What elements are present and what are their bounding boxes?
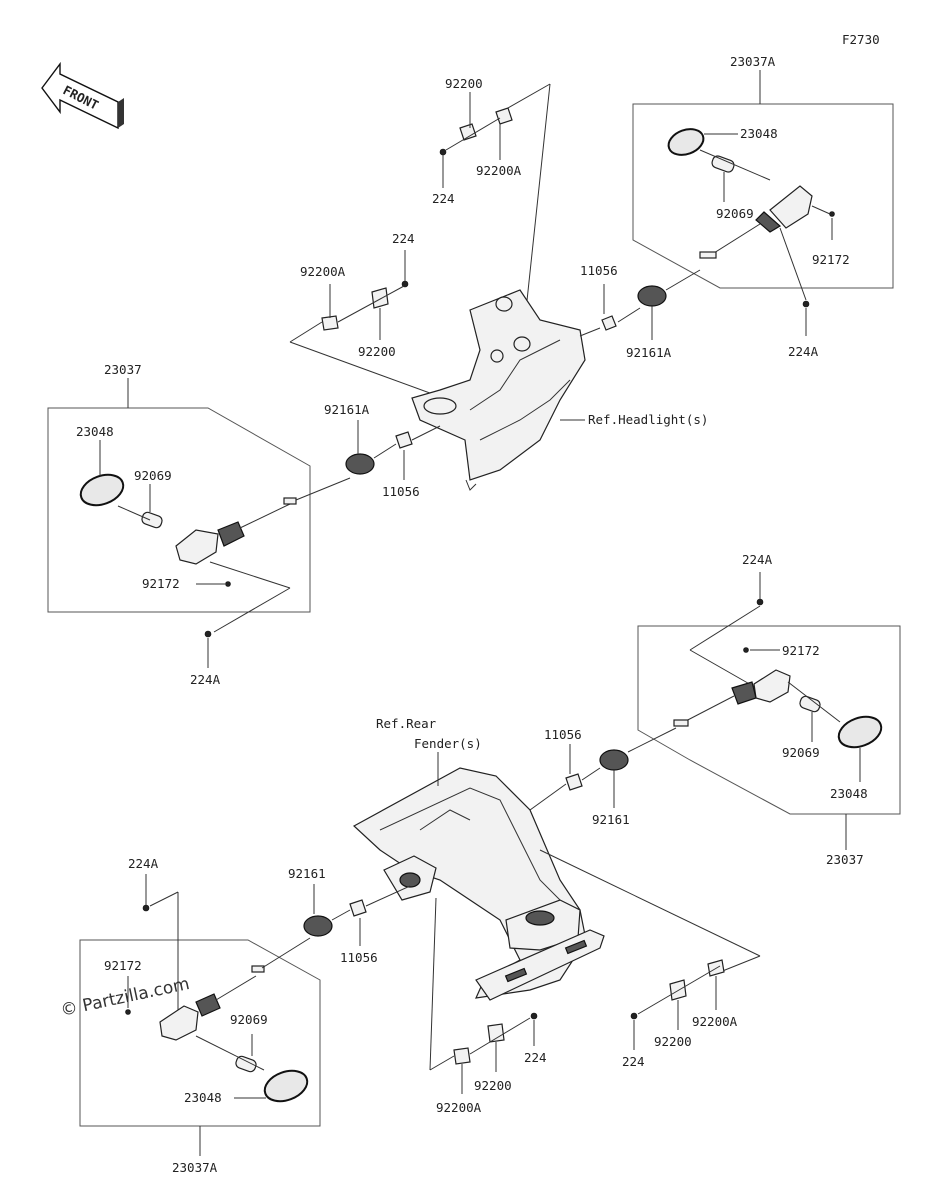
callout-bl-23037a: 23037A [172,1160,218,1175]
bulb-92069-bl [235,1055,257,1073]
callout-mid-224: 224 [392,231,415,246]
callout-bc-92200: 92200 [474,1078,512,1093]
callout-ref-rear-2: Fender(s) [414,736,482,751]
rear-fender: Ref.Rear Fender(s) [352,716,605,1001]
clip-92200-mid [371,287,389,309]
bolt-224a-l [204,630,212,638]
grommet-92161-r [599,749,629,771]
screw-92172-l [225,581,231,587]
clip-92200-top [459,123,477,141]
turn-signal-23037-left: 23037 23048 92069 92172 224A [47,362,351,687]
screw-92172-bl [125,1009,131,1015]
callout-bl-11056: 11056 [340,950,378,965]
callout-mid-92200: 92200 [358,344,396,359]
callout-tr-92069: 92069 [716,206,754,221]
callout-top-92200: 92200 [445,76,483,91]
callout-bl-92069: 92069 [230,1012,268,1027]
mid-bracket-group: 224 92200A 92200 [289,231,461,405]
bulb-92069-r [799,695,821,713]
housing-r [753,669,791,703]
callout-tr-92161a: 92161A [626,345,672,360]
callout-bc-224: 224 [524,1050,547,1065]
callout-bl-23048: 23048 [184,1090,222,1105]
clip-92200a-bc [453,1047,471,1065]
callout-r-92172: 92172 [782,643,820,658]
diagram-code: F2730 [842,32,880,47]
callout-br-224: 224 [622,1054,645,1069]
lens-23048-bl [263,1069,309,1103]
callout-ref-headlight: Ref.Headlight(s) [588,412,708,427]
lens-23048-tr [667,128,705,156]
callout-r-23048: 23048 [830,786,868,801]
callout-l-11056: 11056 [382,484,420,499]
callout-l-224a: 224A [190,672,221,687]
housing-bl [159,1005,199,1041]
grommet-group-left: 92161A 11056 [324,402,441,499]
grommet-92161a-l [345,453,375,475]
callout-tr-224a: 224A [788,344,819,359]
lens-23048-l [79,473,125,507]
bolt-224a-r [756,598,764,606]
callout-top-92200a: 92200A [476,163,522,178]
callout-r-92161: 92161 [592,812,630,827]
bolt-224-top [439,148,447,156]
clip-92200a-top [495,107,513,125]
housing-tr [769,185,813,229]
callout-r-11056: 11056 [544,727,582,742]
turn-signal-23037a-top-right: 23037A 23048 92069 92172 [632,54,894,301]
screw-92172-tr [829,211,835,217]
callout-tr-23048: 23048 [740,126,778,141]
grommet-group-bottom-left: 92161 11056 [288,866,411,965]
grommet-92161-bl [303,915,333,937]
callout-bl-92161: 92161 [288,866,326,881]
front-bracket: Ref.Headlight(s) [411,289,708,491]
bulb-92069-l [141,511,163,529]
callout-mid-92200a: 92200A [300,264,346,279]
grommet-group-top-right: 11056 92161A 224A [579,263,819,360]
clip-92200-bc [487,1023,505,1043]
callout-tr-23037a: 23037A [730,54,776,69]
front-arrow-icon: FRONT [41,61,124,130]
bracket-group-bottom-center: 224 92200 92200A [429,1012,547,1115]
callout-bl-92172: 92172 [104,958,142,973]
clip-92200-br [669,979,687,1001]
housing-l [175,529,219,565]
callout-ref-rear-1: Ref.Rear [376,716,437,731]
top-bracket-group: 92200 92200A 224 [432,76,551,311]
nut-11056-bl [349,899,367,917]
callout-l-23037: 23037 [104,362,142,377]
callout-br-92200a: 92200A [692,1014,738,1029]
bolt-224-br [630,1012,638,1020]
callout-l-92069: 92069 [134,468,172,483]
callout-r-92069: 92069 [782,745,820,760]
screw-92172-r [743,647,749,653]
callout-l-92172: 92172 [142,576,180,591]
callout-r-224a: 224A [742,552,773,567]
turn-signal-23037-right: 224A 92172 92069 23048 23037 [637,552,901,867]
callout-bc-92200a: 92200A [436,1100,482,1115]
lens-23048-r [837,715,883,749]
grommet-group-right: 11056 92161 [529,727,677,827]
callout-tr-92172: 92172 [812,252,850,267]
nut-11056-r [565,773,583,791]
bolt-224-bc [530,1012,538,1020]
nut-11056-tr [601,315,617,331]
callout-bl-224a: 224A [128,856,159,871]
callout-l-23048: 23048 [76,424,114,439]
callout-tr-11056: 11056 [580,263,618,278]
callout-l-92161a: 92161A [324,402,370,417]
bolt-224a-bl [142,904,150,912]
turn-signal-23037a-bottom-left: 224A 92172 92069 23048 23037A [79,856,321,1175]
grommet-92161a-tr [637,285,667,307]
bolt-224a-tr [802,300,810,308]
bracket-group-bottom-right: 224 92200 92200A [622,959,738,1069]
callout-top-224: 224 [432,191,455,206]
clip-92200a-mid [321,315,339,331]
bulb-92069-tr [711,155,735,173]
nut-11056-l [395,431,413,449]
callout-r-23037: 23037 [826,852,864,867]
callout-br-92200: 92200 [654,1034,692,1049]
